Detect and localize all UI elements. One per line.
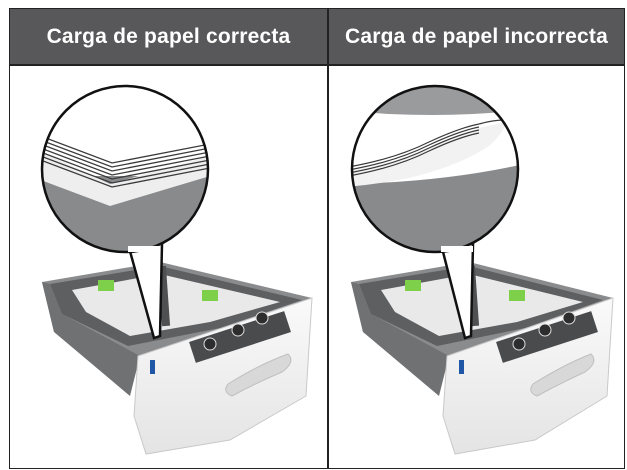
paper-guide-icon — [202, 290, 218, 301]
adjuster-knob-icon — [203, 337, 217, 351]
adjuster-knob-icon — [512, 337, 526, 351]
blue-latch-icon — [150, 360, 155, 374]
paper-guide-icon — [98, 280, 114, 291]
correct-load-header: Carga de papel correcta — [10, 9, 327, 65]
adjuster-knob-icon — [255, 311, 269, 325]
paper-guide-icon — [405, 280, 421, 291]
paper-guide-icon — [509, 290, 525, 301]
incorrect-load-illustration — [350, 84, 614, 455]
magnifier-callout — [40, 84, 210, 254]
incorrect-load-header: Carga de papel incorrecta — [329, 9, 624, 65]
blue-latch-icon — [459, 360, 464, 374]
adjuster-knob-icon — [538, 323, 552, 337]
column-divider — [327, 8, 329, 469]
magnifier-callout — [350, 84, 520, 254]
paper-tray — [351, 262, 614, 455]
correct-load-illustration — [40, 84, 313, 455]
adjuster-knob-icon — [231, 323, 245, 337]
adjuster-knob-icon — [562, 311, 576, 325]
header-divider — [10, 64, 624, 66]
paper-tray — [42, 262, 313, 455]
